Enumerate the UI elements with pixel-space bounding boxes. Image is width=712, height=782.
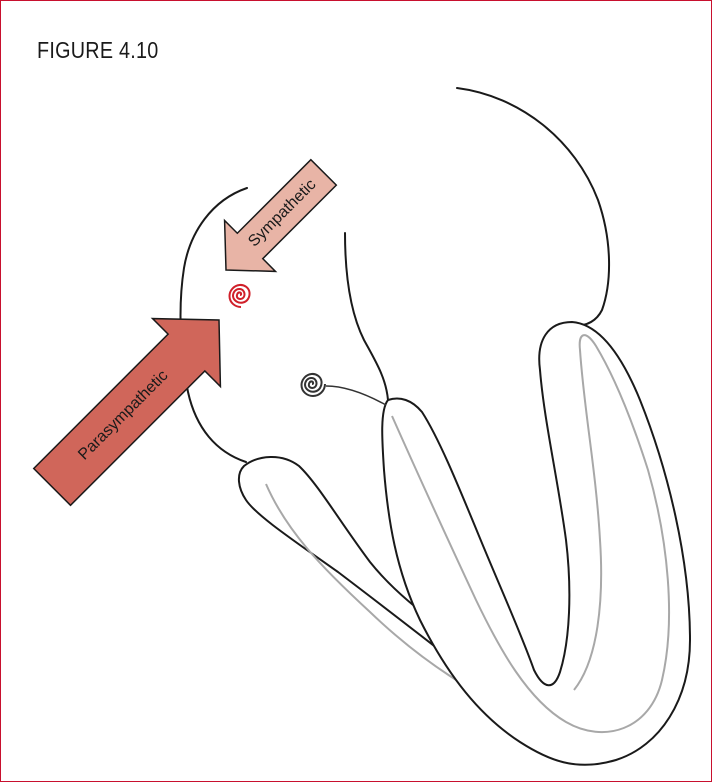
left-atrium-wall: [457, 88, 609, 326]
parasympathetic-arrow: Parasympathetic: [18, 286, 253, 521]
av-node-spiral-icon: [302, 374, 326, 396]
av-bundle-line: [326, 386, 386, 405]
sa-node-spiral-icon: [230, 285, 250, 307]
sympathetic-arrow: Sympathetic: [201, 147, 349, 295]
interatrial-septum: [345, 233, 388, 400]
